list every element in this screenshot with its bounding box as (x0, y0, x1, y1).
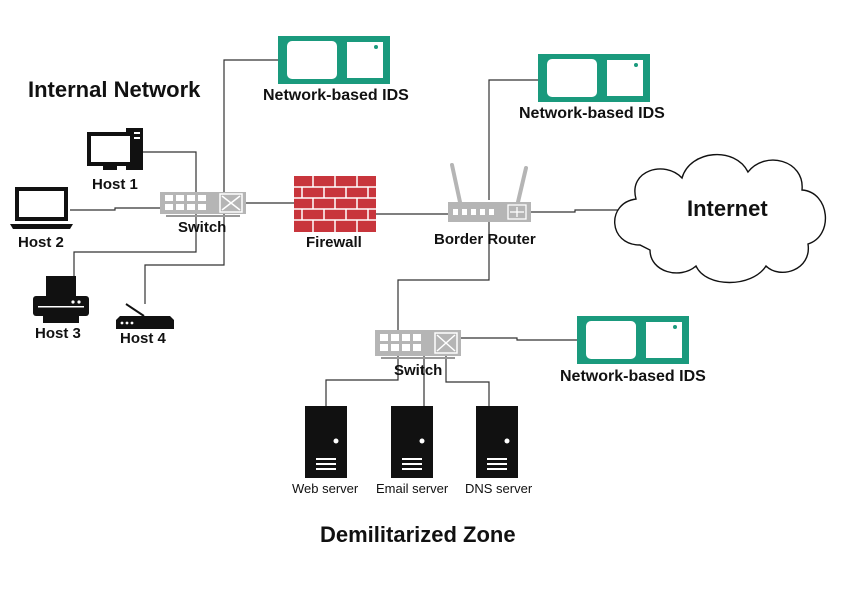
host4-label: Host 4 (120, 330, 166, 347)
ids-appliance-dmz (577, 316, 689, 364)
switch-dmz-label: Switch (394, 362, 443, 379)
email-server-icon (391, 406, 433, 478)
web-server-icon (305, 406, 347, 478)
switch-internal-icon (160, 192, 246, 217)
internal-network-title: Internal Network (28, 77, 201, 102)
host3-label: Host 3 (35, 325, 81, 342)
dns-server-icon (476, 406, 518, 478)
desktop-computer-icon (87, 128, 143, 170)
email-server-label: Email server (376, 481, 449, 496)
host1-label: Host 1 (92, 176, 138, 193)
host2-label: Host 2 (18, 234, 64, 251)
laptop-icon (10, 187, 73, 229)
connection-lines (70, 59, 622, 406)
dns-server-label: DNS server (465, 481, 533, 496)
firewall-label: Firewall (306, 234, 362, 251)
ids-label-top-left: Network-based IDS (263, 87, 409, 104)
ids-appliance-top-left (278, 36, 390, 84)
wireless-access-point-icon (116, 303, 174, 329)
router-label: Border Router (434, 231, 536, 248)
ids-appliance-top-right (538, 54, 650, 102)
printer-icon (33, 276, 89, 323)
internet-cloud-icon (614, 153, 826, 284)
firewall-icon (294, 176, 376, 232)
switch-dmz-icon (375, 330, 461, 359)
ids-label-top-right: Network-based IDS (519, 105, 665, 122)
dmz-title: Demilitarized Zone (320, 522, 516, 547)
web-server-label: Web server (292, 481, 359, 496)
switch-internal-label: Switch (178, 219, 227, 236)
ids-label-dmz: Network-based IDS (560, 368, 706, 385)
router-icon (448, 163, 531, 222)
internet-label: Internet (687, 196, 768, 221)
